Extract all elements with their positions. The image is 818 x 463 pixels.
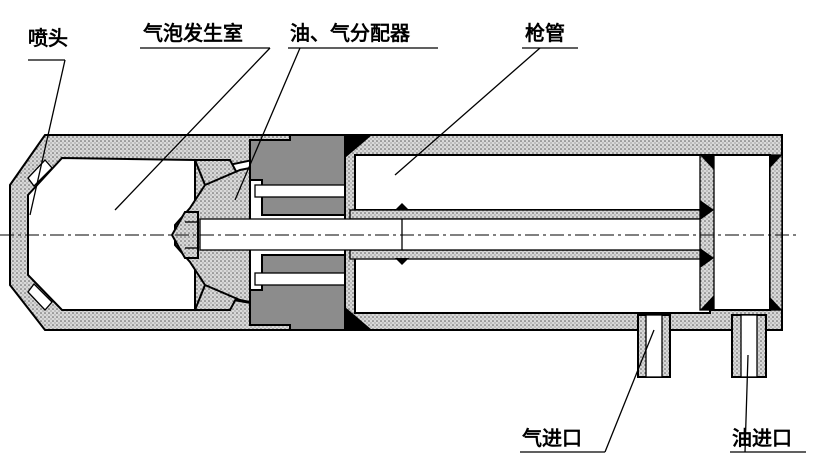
end-cap-plate <box>711 154 771 311</box>
barrel-lower-chamber <box>354 257 711 314</box>
label-bubble-chamber: 气泡发生室 <box>142 21 243 45</box>
label-barrel: 枪管 <box>525 21 565 45</box>
label-nozzle: 喷头 <box>28 26 68 50</box>
nozzle-orifice-lower <box>27 283 53 311</box>
label-gas-inlet: 气进口 <box>521 426 582 450</box>
oil-inlet-pipe <box>731 314 767 378</box>
gas-inlet-pipe <box>637 314 671 378</box>
label-distributor: 油、气分配器 <box>290 21 411 45</box>
label-oil-inlet: 油进口 <box>732 426 792 450</box>
